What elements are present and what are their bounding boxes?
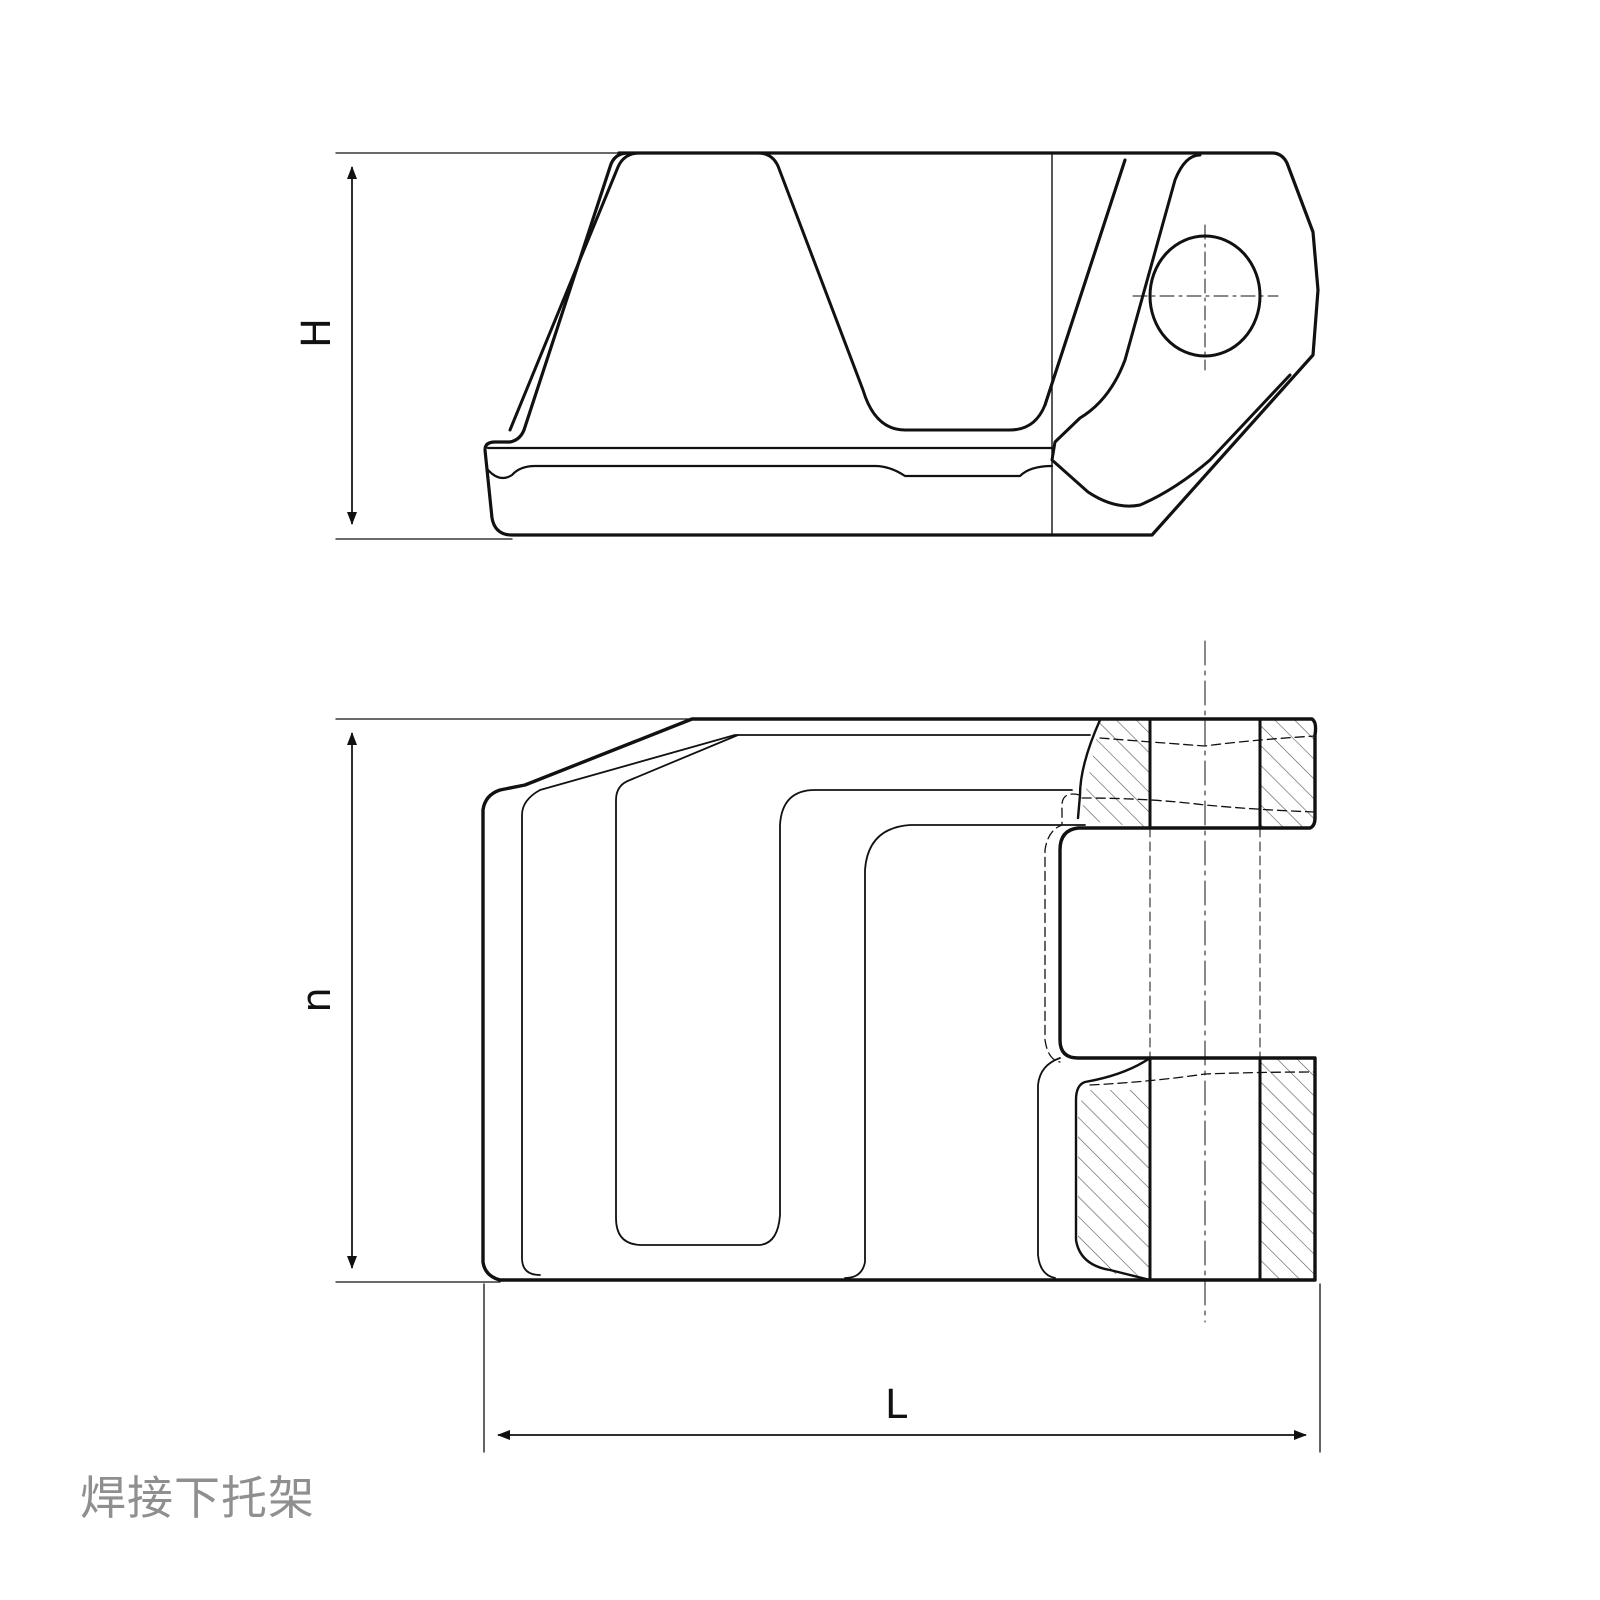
side-view-web-right	[1043, 158, 1127, 407]
front-view-recess	[615, 734, 1073, 1246]
front-view-lug-dashed-top	[1044, 793, 1081, 1063]
height-label-n: n	[294, 987, 340, 1012]
height-label-H: H	[294, 318, 340, 348]
section-hatch-top-left	[1080, 720, 1150, 828]
side-view-slant-edge	[1050, 153, 1292, 508]
height-dimension-H: H	[294, 166, 357, 525]
side-view	[335, 151, 1320, 540]
front-view-inner-outline	[521, 734, 1091, 1276]
caption: 焊接下托架	[80, 1471, 315, 1525]
height-dimension-n: n	[294, 732, 357, 1269]
length-label-L: L	[885, 1382, 908, 1428]
front-view-web-edge	[1037, 1057, 1061, 1279]
side-view-base-groove	[486, 464, 1054, 480]
front-view-recess-inner	[844, 824, 1086, 1279]
section-hatch-top-right	[1260, 720, 1315, 828]
side-view-outline	[483, 151, 1320, 537]
front-view-hidden-top-1	[1099, 735, 1316, 747]
front-view-outline	[481, 717, 1318, 1282]
front-view	[335, 640, 1321, 1453]
section-hatch-bottom-left	[1078, 1090, 1150, 1280]
section-hatch-bottom-right	[1260, 1058, 1315, 1280]
side-view-web-left	[508, 151, 1127, 432]
front-view-hidden-top-2	[1081, 797, 1316, 813]
front-view-lug-left-bottom	[1074, 1056, 1152, 1282]
length-dimension-L: L	[497, 1382, 1307, 1440]
